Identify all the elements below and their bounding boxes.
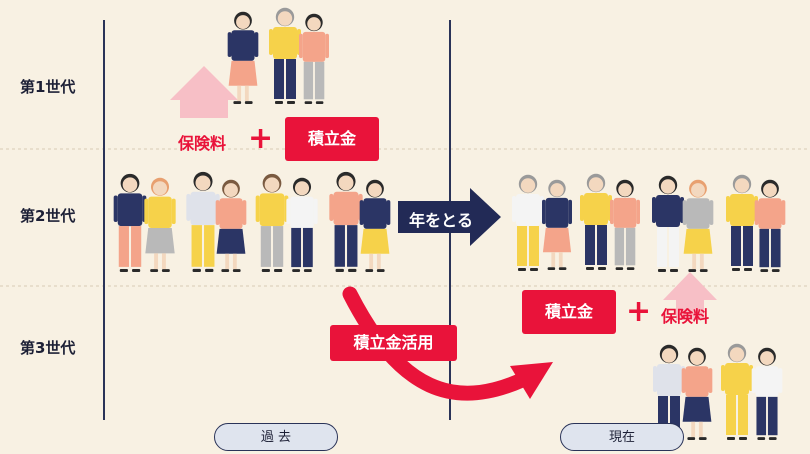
aging-arrow-label: 年をとる	[409, 211, 474, 230]
plus-icon: +	[248, 121, 274, 156]
reserve-use-box: 積立金活用	[330, 325, 457, 361]
present-timeline-label: 現在	[560, 423, 684, 451]
person-icon	[186, 171, 220, 272]
past-reserve-box: 積立金	[285, 117, 379, 161]
up-arrow-icon	[170, 66, 238, 118]
generation-1-label: 第1世代	[20, 78, 76, 96]
people-illustrations	[113, 7, 786, 441]
past-timeline-label: 過 去	[214, 423, 338, 451]
up-arrow-icon	[663, 272, 717, 320]
person-icon	[754, 179, 786, 272]
plus-icon: +	[626, 294, 652, 329]
generation-3-label: 第3世代	[20, 339, 76, 357]
person-icon	[726, 174, 758, 271]
person-icon	[682, 179, 714, 272]
present-premium-label: 保険料	[661, 307, 710, 326]
person-icon	[227, 11, 259, 104]
person-icon	[681, 347, 713, 440]
person-icon	[255, 173, 289, 272]
person-icon	[113, 173, 147, 272]
right-arrow-icon	[398, 188, 501, 246]
past-premium-label: 保険料	[178, 134, 227, 153]
person-icon	[144, 177, 176, 272]
person-icon	[542, 179, 572, 270]
curved-arrow-head	[510, 362, 553, 399]
present-reserve-box: 積立金	[522, 290, 616, 334]
person-icon	[329, 171, 363, 272]
person-icon	[652, 175, 684, 272]
person-icon	[215, 179, 247, 272]
person-icon	[512, 174, 544, 271]
person-icon	[751, 347, 783, 440]
person-icon	[721, 343, 753, 440]
person-icon	[269, 7, 301, 104]
person-icon	[359, 179, 391, 272]
person-icon	[299, 13, 329, 104]
person-icon	[580, 173, 612, 270]
generation-2-label: 第2世代	[20, 207, 76, 225]
person-icon	[286, 177, 318, 272]
person-icon	[610, 179, 640, 270]
